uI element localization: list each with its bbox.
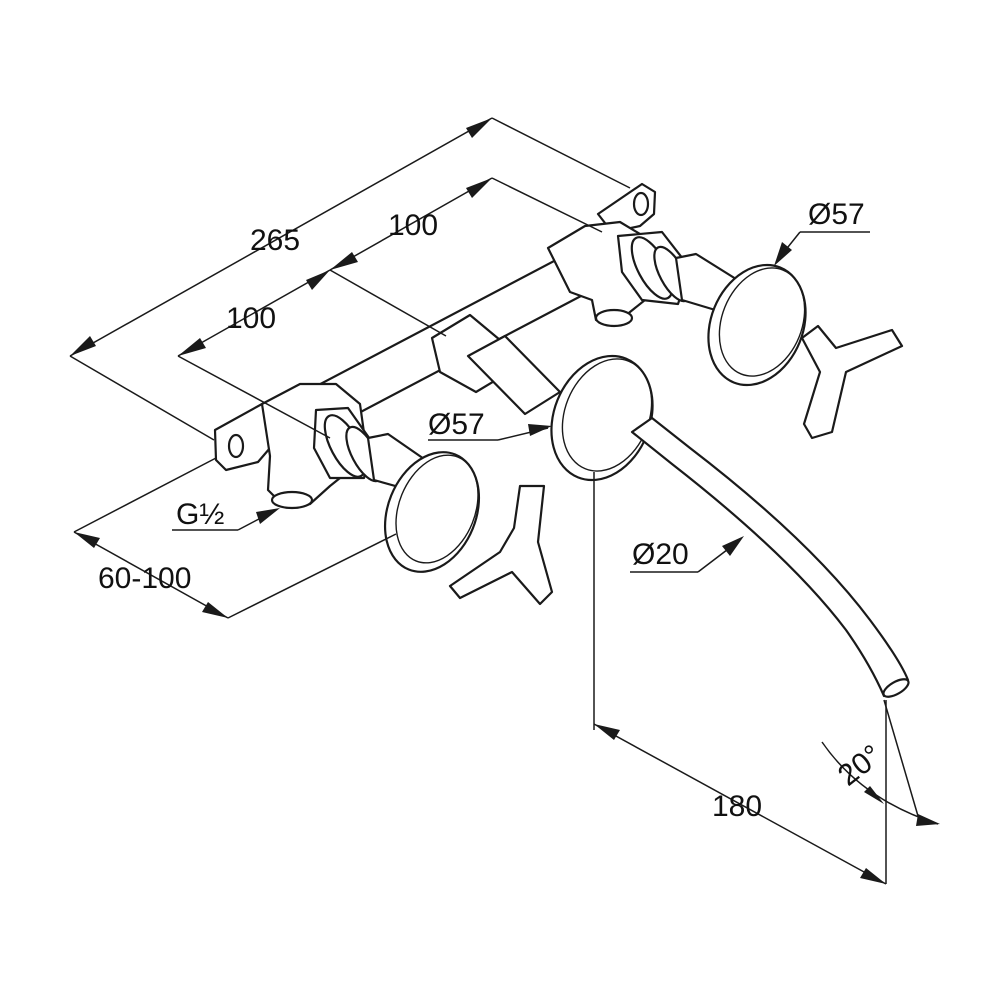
right-cross-handle xyxy=(800,324,904,440)
label-handle-diameter-right: Ø57 xyxy=(808,198,865,231)
arrow-265-start xyxy=(70,336,96,356)
arrow-angle-end xyxy=(916,814,940,826)
arrow-angle-start xyxy=(864,786,884,804)
label-valve-spacing-left: 100 xyxy=(226,302,276,335)
label-wall-depth: 60-100 xyxy=(98,562,191,595)
arrow-180-start xyxy=(594,724,620,740)
arrow-100l-end xyxy=(306,270,330,290)
spout-outlet xyxy=(882,678,910,698)
arrow-100r-end xyxy=(466,178,492,198)
dim-line-100-left xyxy=(177,269,331,357)
left-bracket-hole xyxy=(227,433,245,459)
label-rosette-diameter-center: Ø57 xyxy=(428,408,485,441)
left-elbow-outlet xyxy=(270,490,314,510)
dimension-labels: 265 100 100 Ø57 Ø57 G½ 60-100 Ø20 180 20… xyxy=(98,198,888,823)
arrow-g12 xyxy=(256,508,280,524)
right-handle-rosette xyxy=(707,263,807,387)
dimension-lines xyxy=(69,117,940,885)
arrow-d57-right xyxy=(774,242,792,266)
left-handle-rosette-face xyxy=(395,454,479,564)
arrow-60-start xyxy=(74,532,100,548)
right-bracket-hole xyxy=(632,191,650,217)
label-thread-size: G½ xyxy=(176,498,224,531)
arrow-180-end xyxy=(860,868,886,884)
faucet-body xyxy=(213,182,910,698)
label-spout-diameter: Ø20 xyxy=(632,538,689,571)
arrow-d57-center xyxy=(528,424,552,436)
label-spout-projection: 180 xyxy=(712,790,762,823)
dim-line-100-right xyxy=(329,177,493,271)
label-valve-spacing-right: 100 xyxy=(388,209,438,242)
right-handle-rosette-face xyxy=(718,267,806,377)
arrow-60-end xyxy=(202,602,228,618)
dim-line-265 xyxy=(69,117,493,357)
left-cross-handle xyxy=(448,484,554,606)
right-elbow-outlet xyxy=(594,308,634,328)
dim-line-60-100 xyxy=(73,531,229,619)
extension-lines xyxy=(69,117,919,884)
arrow-100l-start xyxy=(178,338,206,356)
label-outlet-angle: 20° xyxy=(832,739,888,793)
label-overall-width: 265 xyxy=(250,224,300,257)
dim-line-180 xyxy=(593,723,887,885)
arrow-d20 xyxy=(722,536,744,556)
arrow-265-end xyxy=(466,118,492,138)
arrow-100r-start xyxy=(330,252,358,270)
